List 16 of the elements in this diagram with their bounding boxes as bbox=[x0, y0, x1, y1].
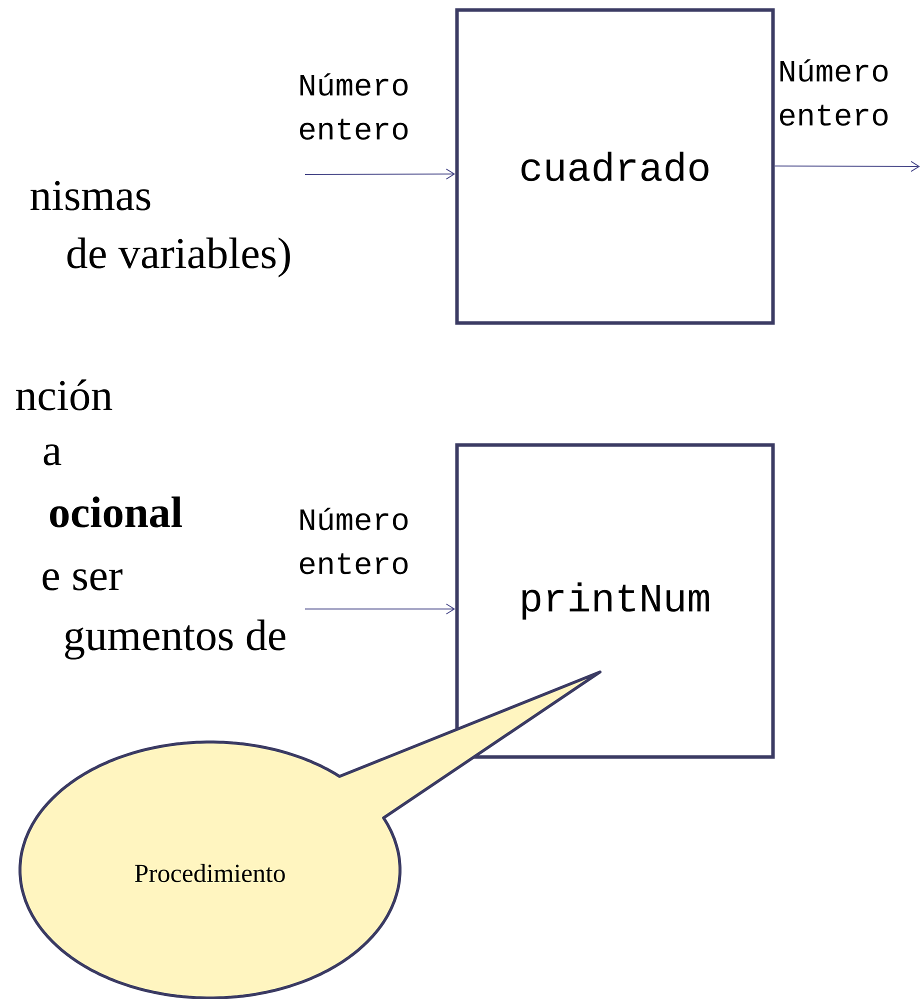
body-text: nismas bbox=[30, 180, 150, 210]
body-text: nción bbox=[16, 379, 112, 410]
arrow bbox=[774, 160, 920, 172]
process-box: cuadrado bbox=[455, 8, 775, 325]
body-text: gumentos de bbox=[65, 619, 286, 660]
body-text: a bbox=[44, 444, 62, 466]
arrow bbox=[304, 168, 456, 180]
speech-bubble: Procedimiento bbox=[18, 670, 602, 999]
process-box: printNum bbox=[455, 443, 775, 759]
edge-label: Número entero bbox=[300, 73, 408, 140]
edge-label: Número entero bbox=[300, 508, 408, 574]
body-text: e ser bbox=[42, 569, 122, 590]
body-text: de variables) bbox=[67, 238, 290, 278]
body-text: ocional bbox=[50, 496, 182, 528]
arrow bbox=[304, 604, 456, 614]
edge-label: Número entero bbox=[780, 59, 888, 126]
